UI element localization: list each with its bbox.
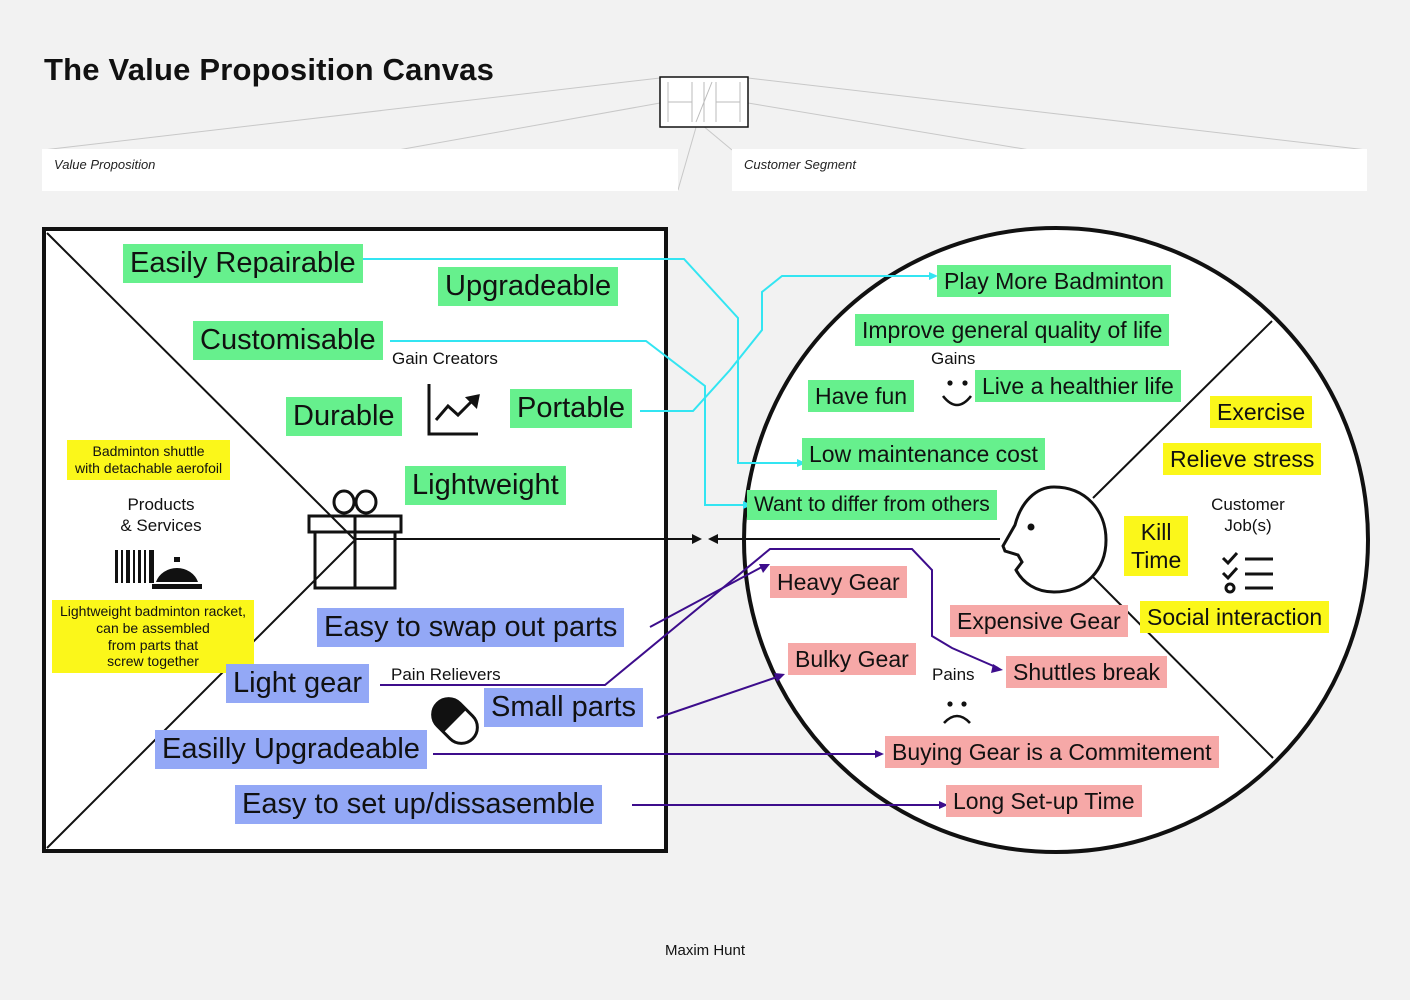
job-note[interactable]: Relieve stress (1163, 443, 1322, 476)
pain-reliever-note[interactable]: Light gear (226, 664, 369, 704)
gain-note[interactable]: Want to differ from others (747, 490, 997, 520)
gain-note[interactable]: Play More Badminton (937, 265, 1171, 298)
service-bell-icon (152, 557, 202, 589)
customer-segment-field[interactable]: Customer Segment (732, 149, 1367, 191)
chart-up-icon (427, 384, 480, 436)
pain-note[interactable]: Long Set-up Time (946, 785, 1142, 818)
job-note[interactable]: Kill Time (1124, 516, 1189, 577)
products-services-label: Products & Services (120, 495, 202, 536)
gain-creator-note[interactable]: Portable (510, 389, 633, 429)
customer-jobs-label: Customer Job(s) (1211, 495, 1285, 536)
pain-connectors (380, 548, 999, 806)
barcode-icon (115, 550, 154, 583)
face-profile-icon (1001, 485, 1108, 594)
gain-creators-label: Gain Creators (392, 349, 498, 368)
gain-note[interactable]: Improve general quality of life (855, 314, 1170, 347)
fit-arrows (355, 534, 1000, 544)
job-note[interactable]: Exercise (1210, 396, 1313, 429)
pain-reliever-note[interactable]: Small parts (484, 688, 644, 728)
page-title: The Value Proposition Canvas (44, 52, 495, 87)
gain-creator-note[interactable]: Upgradeable (438, 267, 619, 307)
gain-creator-note[interactable]: Customisable (193, 321, 383, 361)
value-proposition-field[interactable]: Value Proposition (42, 149, 678, 191)
pain-note[interactable]: Expensive Gear (950, 605, 1128, 638)
pain-reliever-note[interactable]: Easy to set up/dissasemble (235, 785, 603, 825)
gain-creator-note[interactable]: Easily Repairable (123, 244, 363, 284)
smile-icon (941, 380, 973, 407)
gain-note[interactable]: Live a healthier life (975, 370, 1181, 403)
gain-creator-note[interactable]: Lightweight (405, 466, 566, 506)
job-note[interactable]: Social interaction (1140, 601, 1330, 634)
pain-note[interactable]: Bulky Gear (788, 643, 916, 676)
pain-reliever-note[interactable]: Easilly Upgradeable (155, 730, 427, 770)
pain-connector-arrowheads (759, 564, 1003, 809)
pain-note[interactable]: Heavy Gear (770, 566, 907, 599)
checklist-icon (1221, 551, 1273, 594)
customer-segment-label: Customer Segment (744, 157, 856, 172)
gain-note[interactable]: Low maintenance cost (802, 438, 1045, 471)
pain-relievers-label: Pain Relievers (391, 665, 501, 684)
gift-icon (307, 489, 403, 590)
author-credit: Maxim Hunt (664, 942, 746, 959)
canvas-thumbnail-icon (659, 76, 749, 128)
product-note[interactable]: Badminton shuttle with detachable aerofo… (67, 440, 231, 480)
pain-note[interactable]: Shuttles break (1006, 656, 1168, 689)
gain-note[interactable]: Have fun (808, 380, 915, 413)
pill-icon (431, 697, 479, 745)
frown-icon (943, 701, 971, 724)
pain-reliever-note[interactable]: Easy to swap out parts (317, 608, 625, 648)
gain-creator-note[interactable]: Durable (286, 397, 402, 437)
value-proposition-label: Value Proposition (54, 157, 156, 172)
gains-label: Gains (931, 349, 976, 368)
gain-connectors (362, 258, 934, 506)
product-note[interactable]: Lightweight badminton racket, can be ass… (52, 600, 254, 674)
pain-note[interactable]: Buying Gear is a Commitement (885, 736, 1219, 769)
pains-label: Pains (932, 665, 975, 684)
